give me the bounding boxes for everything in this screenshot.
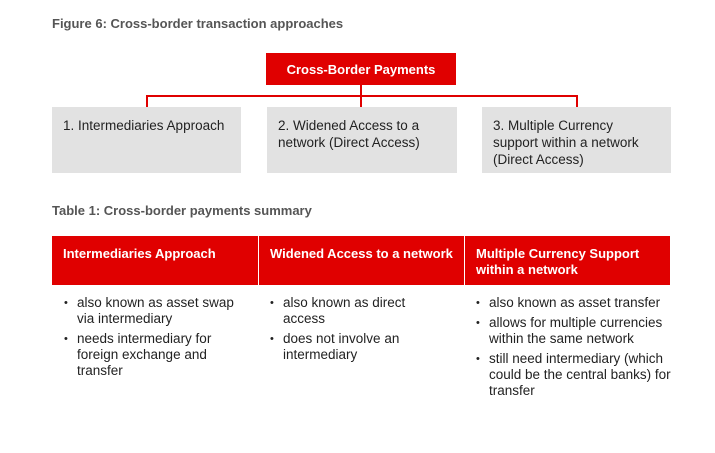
list-item: does not involve an intermediary — [269, 331, 449, 363]
list-item: also known as direct access — [269, 295, 449, 327]
child-node-widened-access: 2. Widened Access to a network (Direct A… — [267, 107, 457, 173]
list-item: also known as asset transfer — [475, 295, 675, 311]
table-column-intermediaries: also known as asset swap via intermediar… — [63, 295, 248, 383]
table-header-multiple-currency: Multiple Currency Support within a netwo… — [464, 236, 670, 285]
list-item: allows for multiple currencies within th… — [475, 315, 675, 347]
list-item: also known as asset swap via intermediar… — [63, 295, 248, 327]
connector-right — [576, 95, 578, 107]
table-title: Table 1: Cross-border payments summary — [52, 203, 312, 218]
connector-middle — [360, 95, 362, 107]
connector-vertical-root — [360, 85, 362, 96]
table-column-multiple-currency: also known as asset transfer allows for … — [475, 295, 675, 403]
child-node-multiple-currency: 3. Multiple Currency support within a ne… — [482, 107, 671, 173]
connector-horizontal — [146, 95, 578, 97]
table-column-widened-access: also known as direct access does not inv… — [269, 295, 449, 367]
list-item: still need intermediary (which could be … — [475, 351, 675, 399]
table-header-intermediaries: Intermediaries Approach — [52, 236, 258, 285]
connector-left — [146, 95, 148, 107]
table-header-row: Intermediaries Approach Widened Access t… — [52, 236, 670, 285]
child-node-intermediaries: 1. Intermediaries Approach — [52, 107, 241, 173]
figure-title: Figure 6: Cross-border transaction appro… — [52, 16, 344, 31]
root-node-cross-border-payments: Cross-Border Payments — [266, 53, 456, 85]
list-item: needs intermediary for foreign exchange … — [63, 331, 248, 379]
table-header-widened-access: Widened Access to a network — [258, 236, 464, 285]
